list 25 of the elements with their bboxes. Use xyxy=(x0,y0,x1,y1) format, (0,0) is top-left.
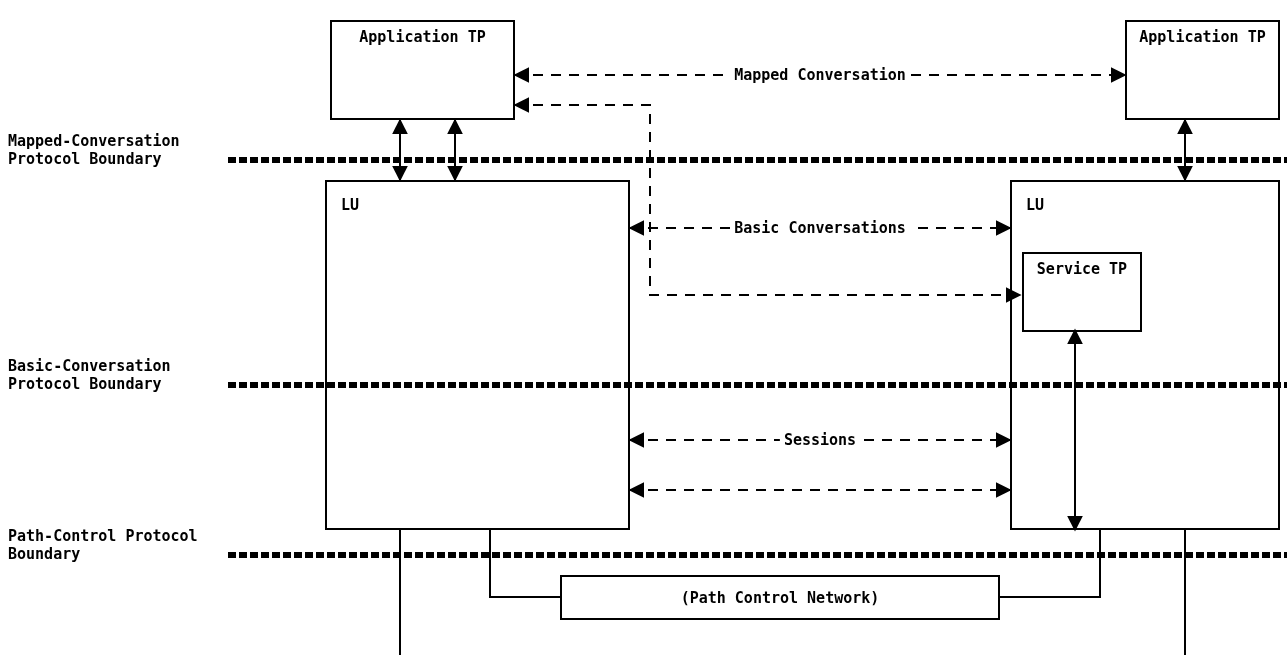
node-label: LU xyxy=(341,196,360,214)
arrow xyxy=(392,118,408,182)
service-box xyxy=(1022,252,1142,332)
boundary-label: Mapped-Conversation Protocol Boundary xyxy=(8,132,181,168)
node-label: Service TP xyxy=(1035,260,1129,278)
arrow xyxy=(1067,328,1083,532)
arrow xyxy=(1177,118,1193,182)
network-box xyxy=(560,575,1000,620)
line xyxy=(1184,529,1186,656)
lu-box xyxy=(1010,180,1280,530)
line xyxy=(999,529,1101,598)
dashed-arrow xyxy=(513,97,1022,303)
line xyxy=(399,529,401,656)
node-label: Application TP xyxy=(358,28,487,46)
node-label: Application TP xyxy=(1138,28,1267,46)
node-label: LU xyxy=(1026,196,1045,214)
application-box xyxy=(330,20,515,120)
line xyxy=(489,529,561,598)
node-label: (Path Control Network) xyxy=(679,589,881,607)
lu-box xyxy=(325,180,630,530)
arrow xyxy=(447,118,463,182)
dashed-arrow xyxy=(628,482,1012,498)
boundary-label: Path-Control Protocol Boundary xyxy=(8,527,199,563)
application-box xyxy=(1125,20,1280,120)
boundary-label: Basic-Conversation Protocol Boundary xyxy=(8,357,172,393)
